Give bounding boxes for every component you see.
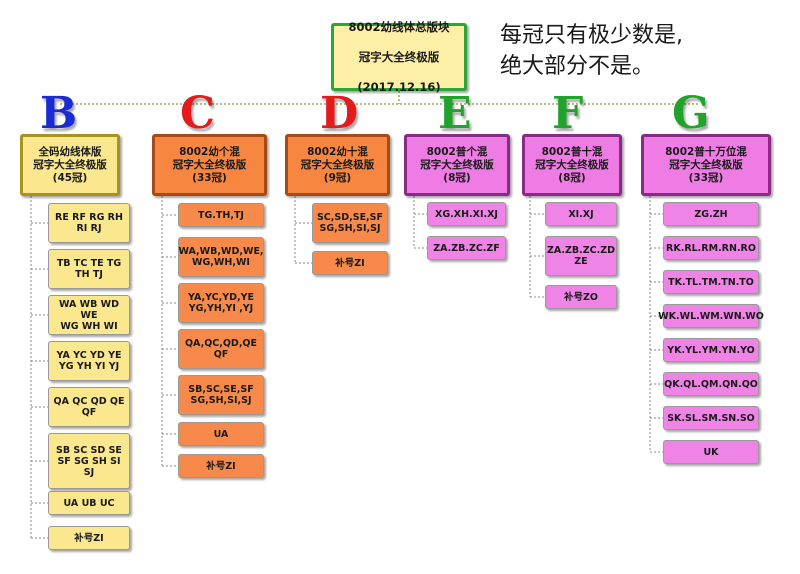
branch-letter-b: B <box>40 88 78 139</box>
code-item: RE RF RG RH RI RJ <box>48 203 130 243</box>
code-item: WA,WB,WD,WE, WG,WH,WI <box>178 237 264 277</box>
code-item: 补号ZI <box>48 526 130 550</box>
code-item: UK <box>663 440 759 464</box>
code-item: 补号ZI <box>312 251 388 275</box>
code-item: TK.TL.TM.TN.TO <box>663 270 759 294</box>
code-item: QA,QC,QD,QE QF <box>178 329 264 369</box>
code-item: TG.TH,TJ <box>178 203 264 227</box>
branch-head-b: 全码幼线体版 冠字大全终极版 (45冠) <box>20 134 120 196</box>
code-item: XG.XH.XI.XJ <box>427 202 506 226</box>
code-item: QK.QL.QM.QN.QO <box>663 372 759 396</box>
code-item: UA <box>178 422 264 446</box>
root-line-2: 冠字大全终极版 <box>358 49 440 64</box>
root-node: 8002幼线体总版块 冠字大全终极版 (2017.12.16) <box>331 19 467 94</box>
code-item: ZA.ZB.ZC.ZF <box>427 236 506 260</box>
root-line-3: (2017.12.16) <box>357 79 441 94</box>
code-item: 补号ZO <box>545 285 617 309</box>
code-item: RK.RL.RM.RN.RO <box>663 236 759 260</box>
code-item: QA QC QD QE QF <box>48 387 130 427</box>
code-item: TB TC TE TG TH TJ <box>48 249 130 289</box>
note-text: 每冠只有极少数是, 绝大部分不是。 <box>500 20 683 82</box>
branch-letter-d: D <box>320 88 359 139</box>
code-item: SC,SD,SE,SF SG,SH,SI,SJ <box>312 203 388 243</box>
branch-head-e: 8002普个混 冠字大全终极版 (8冠) <box>404 134 510 196</box>
branch-head-g: 8002普十万位混 冠字大全终极版 (33冠) <box>641 134 771 196</box>
branch-letter-e: E <box>438 88 472 139</box>
code-item: WK.WL.WM.WN.WO <box>658 304 764 328</box>
branch-letter-f: F <box>552 88 584 139</box>
branch-head-f: 8002普十混 冠字大全终极版 (8冠) <box>522 134 622 196</box>
code-item: YA YC YD YE YG YH YI YJ <box>48 341 130 381</box>
code-item: ZA.ZB.ZC.ZD ZE <box>545 236 617 276</box>
code-item: YA,YC,YD,YE YG,YH,YI ,YJ <box>178 283 264 323</box>
root-line-1: 8002幼线体总版块 <box>348 19 450 34</box>
branch-letter-c: C <box>180 88 216 139</box>
branch-head-c: 8002幼个混 冠字大全终极版 (33冠) <box>152 134 267 196</box>
code-item: YK.YL.YM.YN.YO <box>663 338 759 362</box>
code-item: WA WB WD WE WG WH WI <box>48 295 130 335</box>
code-item: UA UB UC <box>48 491 130 515</box>
note-line-2: 绝大部分不是。 <box>500 54 655 79</box>
code-item: SB,SC,SE,SF SG,SH,SI,SJ <box>178 375 264 415</box>
code-item: 补号ZI <box>178 454 264 478</box>
branch-head-d: 8002幼十混 冠字大全终极版 (9冠) <box>285 134 390 196</box>
code-item: SB SC SD SE SF SG SH SI SJ <box>48 433 130 489</box>
code-item: SK.SL.SM.SN.SO <box>663 406 759 430</box>
branch-letter-g: G <box>672 88 710 139</box>
code-item: XI.XJ <box>545 202 617 226</box>
note-line-1: 每冠只有极少数是, <box>500 23 683 48</box>
code-item: ZG.ZH <box>663 202 759 226</box>
